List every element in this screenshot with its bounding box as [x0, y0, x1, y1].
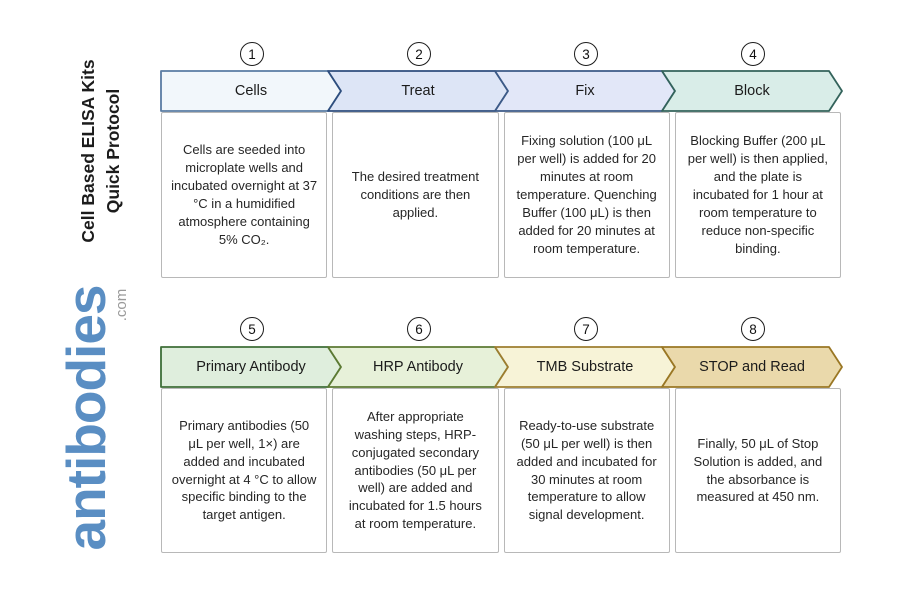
step-number: 8 — [749, 321, 757, 337]
arrow-segment-tmb-substrate — [494, 346, 676, 388]
step-circle-8: 8 — [741, 317, 765, 341]
arrow-segment-stop-and-read — [661, 346, 843, 388]
step-number: 3 — [582, 46, 590, 62]
protocol-content: 1 2 3 4 Cells Treat Fix Block Cells are … — [160, 0, 860, 594]
step-number: 2 — [415, 46, 423, 62]
description-row-1: Cells are seeded into microplate wells a… — [161, 112, 841, 278]
arrow-segment-cells — [160, 70, 342, 112]
step-description-4: Blocking Buffer (200 μL per well) is the… — [674, 112, 841, 278]
step-description-8: Finally, 50 μL of Stop Solution is added… — [674, 388, 841, 553]
step-circle-6: 6 — [407, 317, 431, 341]
step-circle-1: 1 — [240, 42, 264, 66]
step-description-5: Primary antibodies (50 μL per well, 1×) … — [161, 388, 328, 553]
arrow-segment-block — [661, 70, 843, 112]
step-description-3: Fixing solution (100 μL per well) is add… — [503, 112, 670, 278]
brand-logo: antibodies — [55, 285, 117, 551]
description-row-2: Primary antibodies (50 μL per well, 1×) … — [161, 388, 841, 553]
step-description-6: After appropriate washing steps, HRP-con… — [332, 388, 499, 553]
arrow-row-1 — [160, 70, 843, 112]
step-number: 4 — [749, 46, 757, 62]
arrow-segment-fix — [494, 70, 676, 112]
step-circle-5: 5 — [240, 317, 264, 341]
brand-logo-tld: .com — [112, 288, 130, 322]
step-description-7: Ready-to-use substrate (50 μL per well) … — [503, 388, 670, 553]
page-title-line1: Cell Based ELISA Kits — [77, 59, 98, 243]
step-description-2: The desired treatment conditions are the… — [332, 112, 499, 278]
arrow-segment-hrp-antibody — [327, 346, 509, 388]
arrow-segment-treat — [327, 70, 509, 112]
arrow-row-2 — [160, 346, 843, 388]
step-number: 1 — [248, 46, 256, 62]
step-circle-2: 2 — [407, 42, 431, 66]
step-circle-3: 3 — [574, 42, 598, 66]
arrow-segment-primary-antibody — [160, 346, 342, 388]
page-title-line2: Quick Protocol — [103, 88, 123, 214]
step-number: 6 — [415, 321, 423, 337]
step-number: 7 — [582, 321, 590, 337]
step-number: 5 — [248, 321, 256, 337]
step-circle-7: 7 — [574, 317, 598, 341]
step-description-1: Cells are seeded into microplate wells a… — [161, 112, 328, 278]
step-circle-4: 4 — [741, 42, 765, 66]
